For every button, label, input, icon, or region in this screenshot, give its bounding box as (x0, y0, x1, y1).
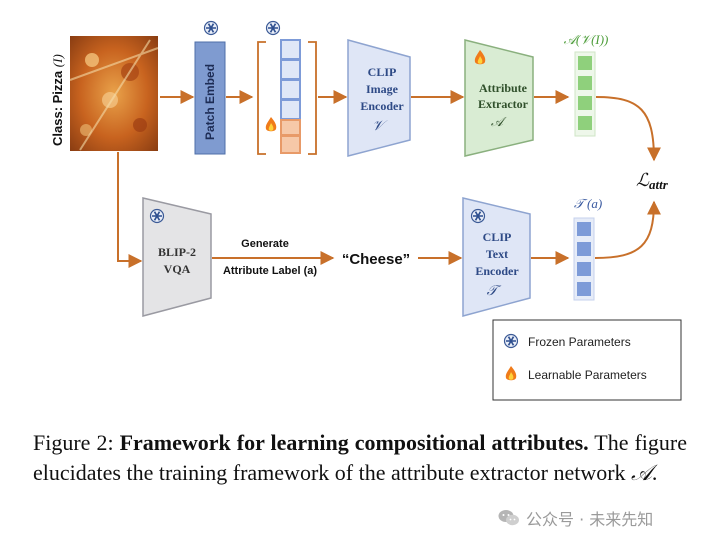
clip-image-label-2: Image (366, 82, 399, 96)
legend-learnable-label: Learnable Parameters (528, 368, 647, 382)
clip-image-encoder (347, 39, 411, 157)
legend-snowflake-icon (503, 333, 519, 349)
clip-image-label-3: Encoder (360, 99, 404, 113)
cheese-text: “Cheese” (342, 251, 410, 268)
clip-text-snowflake-icon (470, 208, 486, 224)
watermark-text: 公众号 · 未来先知 (526, 510, 654, 529)
clip-image-label-1: CLIP (368, 65, 397, 79)
patch-embed-block (194, 41, 226, 155)
attr-output-label: 𝒜(𝒱(I)) (564, 32, 609, 47)
pizza-image (69, 36, 159, 151)
patch-embed-label: Patch Embed (203, 64, 217, 140)
attr-output-tokens (574, 51, 596, 137)
clip-text-label-3: Encoder (475, 264, 519, 278)
text-output-tokens (573, 217, 595, 301)
clip-text-label-2: Text (486, 247, 508, 261)
blip-label-2: VQA (164, 262, 191, 276)
loss-label: ℒattr (636, 170, 669, 192)
generate-label: Generate (241, 238, 289, 250)
watermark: 公众号 · 未来先知 (498, 506, 653, 530)
framework-diagram: Class: Pizza (I) Patch Embed CLIP Image … (50, 20, 682, 401)
token-column (280, 39, 301, 154)
clip-text-label-1: CLIP (483, 230, 512, 244)
tokens-flame-icon (265, 117, 277, 132)
legend-frozen-label: Frozen Parameters (528, 335, 631, 349)
blip-snowflake-icon (149, 208, 165, 224)
patch-embed-snowflake-icon (203, 20, 219, 36)
legend: Frozen Parameters Learnable Parameters (492, 319, 682, 401)
token-bracket (257, 41, 317, 155)
attribute-extractor (464, 39, 534, 157)
blip-label-1: BLIP-2 (158, 245, 196, 259)
clip-text-encoder (462, 197, 531, 317)
tokens-snowflake-icon (265, 20, 281, 36)
arrow-image-to-blip (117, 152, 143, 268)
caption-symbol: 𝒜 (631, 460, 652, 485)
caption-body: The figure elucidates the training frame… (33, 430, 687, 485)
attr-extractor-label-2: Extractor (478, 97, 529, 111)
wechat-icon (498, 510, 519, 526)
text-output-label: 𝒯 (a) (574, 196, 602, 211)
class-label: Class: Pizza (I) (50, 54, 65, 146)
caption-figure-label: Figure 2: (33, 430, 114, 455)
arrow-text-to-loss (594, 200, 661, 259)
attr-extractor-symbol: 𝒜 (491, 114, 507, 129)
arrow-attr-to-loss (595, 96, 661, 162)
figure-caption: Figure 2: Framework for learning composi… (33, 428, 687, 488)
attribute-label: Attribute Label (a) (223, 265, 317, 277)
blip2-vqa (142, 197, 212, 317)
attr-extractor-label-1: Attribute (479, 81, 528, 95)
caption-end: . (651, 460, 658, 485)
caption-title: Framework for learning compositional att… (119, 430, 589, 455)
